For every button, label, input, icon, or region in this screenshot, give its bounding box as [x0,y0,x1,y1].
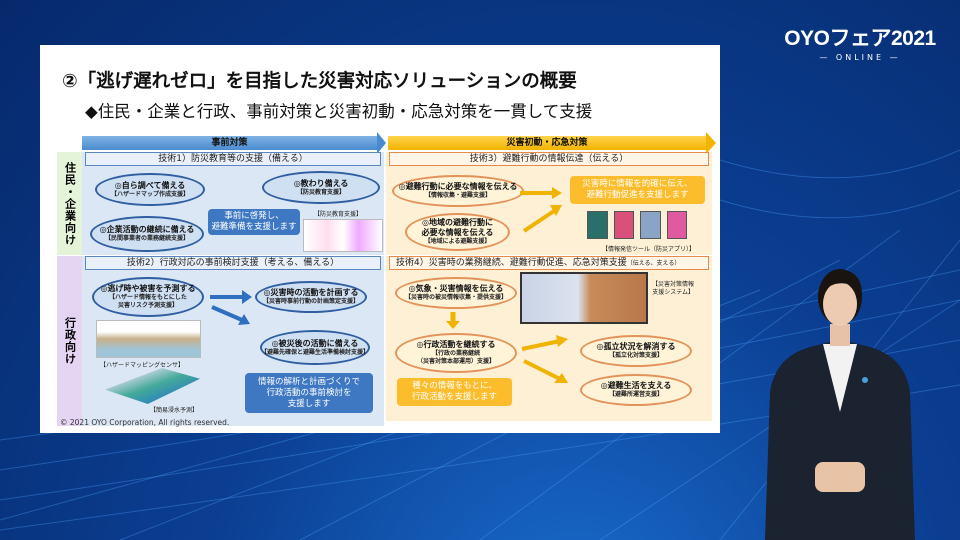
tech1-ellipse-taught: ◎教わり備える 【防災教育支援】 [262,171,380,204]
callout-line: 事前に啓発し、 [224,211,284,221]
copyright: © 2021 OYO Corporation, All rights reser… [60,418,230,427]
disaster-system-screenshot [520,272,648,324]
tech4-header: 技術4）災害時の業務継続、避難行動促進、応急対策支援（伝える、支える） [389,256,709,270]
app-screen-image [666,211,687,239]
tech2-ellipse-plan: ◎災害時の活動を計画する 【災害時事前行動の計画策定支援】 [255,281,367,313]
slide-subtitle: ◆住民・企業と行政、事前対策と災害初動・応急対策を一貫して支援 [85,102,593,121]
ellipse-main: 必要な情報を伝える [421,228,494,237]
ellipse-sub: 【避難所運営支援】 [608,391,663,398]
tech3-callout: 災害時に情報を的確に伝え、避難行動促進を支援します [570,176,705,204]
callout-line: 支援します [287,398,331,409]
ellipse-main: ◎企業活動の継続に備える [99,225,195,234]
arrow-head-icon [377,132,386,154]
ellipse-main: ◎孤立状況を解消する [596,342,676,351]
tech1-ellipse-business: ◎企業活動の継続に備える 【民間事業者の業務継続支援】 [90,216,204,252]
phase-arrow-response: 災害初動・応急対策 [388,136,706,150]
tech3-caption: 【情報発信ツール（防災アプリ）】 [602,246,696,253]
ellipse-sub: 【孤立化対策支援】 [608,352,663,359]
tech4-header-text: 技術4）災害時の業務継続、避難行動促進、応急対策支援 [396,258,627,268]
callout-line: 避難行動促進を支援します [586,190,689,200]
logo-edition-text: ONLINE [835,53,885,62]
tech2-ellipse-predict: ◎逃げ時や被害を予測する 【ハザード情報をもとにした 災害リスク予測支援】 [92,277,204,317]
ellipse-main: ◎自ら調べて備える [114,180,186,190]
callout-line: 避難準備を支援します [211,222,297,232]
down-arrow-icon [446,312,460,329]
ellipse-main: ◎教わり備える [293,178,349,188]
ellipse-main: ◎地域の避難行動に [422,218,493,227]
callout-line: 種々の情報をもとに、 [412,381,497,391]
presentation-slide: ②「逃げ遅れゼロ」を目指した災害対応ソリューションの概要 ◆住民・企業と行政、事… [40,45,720,433]
ellipse-sub: 災害リスク予測支援】 [117,302,178,309]
ellipse-sub: 【防災教育支援】 [296,188,345,196]
ellipse-sub: 【地域による避難支援】 [424,238,491,245]
logo-brand: OYOフェア2021 [784,27,936,50]
presenter-video [765,269,915,540]
tech4-callout: 種々の情報をもとに、行政活動を支援します [397,378,512,406]
app-screen-image [587,211,608,239]
tech2-callout: 情報の解析と計画づくりで行政活動の事前検討を支援します [245,373,373,413]
app-screen-image [640,211,661,239]
ellipse-main: ◎避難行動に必要な情報を伝える [398,182,518,191]
tech4-caption: 【災害対策情報支援システム】 [652,281,694,297]
app-screen-image [613,211,634,239]
tech2-caption-sensor: 【ハザードマッピングセンサ】 [100,362,185,369]
ellipse-sub: （災害対策本部運用）支援】 [416,358,495,365]
tech1-caption: 【防災教育支援】 [314,211,363,218]
ellipse-sub: 【災害時の被災情報収集・提供支援】 [404,294,507,301]
tech2-header: 技術2）行政対応の事前検討支援（考える、備える） [85,256,381,270]
logo-edition: — ONLINE — [819,53,901,62]
disaster-app-screens [587,211,687,239]
oyo-fair-logo: OYOフェア2021 — ONLINE — [780,22,940,62]
row-label-residents: 住民・企業向け [57,152,82,255]
ellipse-sub: 【ハザード情報をもとにした [109,294,187,301]
flow-arrows-icon [210,290,252,325]
ellipse-main: ◎災害時の活動を計画する [263,288,359,297]
phase-arrow-pre: 事前対策 [82,136,377,150]
ellipse-sub: 【情報収集・避難支援】 [424,192,491,199]
callout-line: 行政活動を支援します [411,392,497,402]
tech3-ellipse-evac-info: ◎避難行動に必要な情報を伝える 【情報収集・避難支援】 [392,175,524,207]
ellipse-sub: 【民間事業者の業務継続支援】 [104,235,189,242]
slide-title: ②「逃げ遅れゼロ」を目指した災害対応ソリューションの概要 [62,71,577,92]
tech1-callout: 事前に啓発し、避難準備を支援します [208,209,300,235]
tech1-header: 技術1）防災教育等の支援（備える） [85,152,381,166]
tech3-header: 技術3）避難行動の情報伝達（伝える） [389,152,709,166]
tech4-ellipse-isolation: ◎孤立状況を解消する 【孤立化対策支援】 [580,335,692,367]
flow-arrows-icon [520,187,562,233]
row-label-government: 行政向け [57,256,82,426]
callout-line: 情報の解析と計画づくりで [257,376,360,387]
education-material-image [303,219,383,252]
tech3-ellipse-community: ◎地域の避難行動に 必要な情報を伝える 【地域による避難支援】 [405,213,510,251]
callout-line: 災害時に情報を的確に伝え、 [582,179,693,189]
ellipse-sub: 【災害時事前行動の計画策定支援】 [262,298,359,305]
hazard-sensor-image [96,320,201,358]
tech2-ellipse-post-disaster: ◎被災後の活動に備える 【避難先確保と避難生活準備検討支援】 [260,330,370,365]
ellipse-main: ◎気象・災害情報を伝える [408,284,504,293]
arrow-head-icon [706,132,716,154]
callout-line: 行政活動の事前検討を [266,387,352,398]
ellipse-main: ◎被災後の活動に備える [271,338,359,348]
tech4-ellipse-shelter: ◎避難生活を支える 【避難所運営支援】 [580,374,692,406]
flow-arrows-icon [521,335,568,383]
ellipse-sub: 【行政の業務継続 [431,350,480,357]
caption-line: 【災害対策情報 [652,281,695,288]
ellipse-main: ◎避難生活を支える [600,381,672,390]
tech4-header-note: （伝える、支える） [626,260,681,267]
tech2-caption-flood: 【簡易浸水予測】 [150,407,199,414]
tech1-ellipse-self-research: ◎自ら調べて備える 【ハザードマップ作成支援】 [95,173,205,206]
tech4-ellipse-continue: ◎行政活動を継続する 【行政の業務継続 （災害対策本部運用）支援】 [395,333,517,373]
caption-line: 支援システム】 [652,289,695,296]
ellipse-sub: 【避難先確保と避難生活準備検討支援】 [261,348,370,356]
ellipse-main: ◎逃げ時や被害を予測する [100,284,196,293]
ellipse-sub: 【ハザードマップ作成支援】 [110,190,189,198]
ellipse-main: ◎行政活動を継続する [416,340,496,349]
tech4-ellipse-weather: ◎気象・災害情報を伝える 【災害時の被災情報収集・提供支援】 [395,277,517,309]
